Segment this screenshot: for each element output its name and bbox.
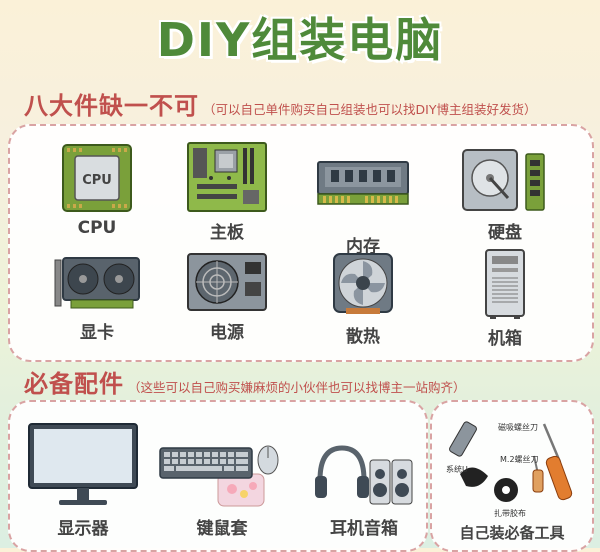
section2-header: 必备配件 （这些可以自己购买嫌麻烦的小伙伴也可以找博主一站购齐） [24, 364, 466, 399]
cpu-chip-text: CPU [82, 173, 112, 188]
section2-title: 必备配件 [24, 370, 124, 398]
tool-label-magnetic-screwdriver: 磁吸螺丝刀 [498, 423, 538, 432]
cpu-cooler-icon [333, 253, 393, 314]
part-label-pc-case: 机箱 [488, 329, 522, 349]
part-ram: 内存 [298, 152, 428, 257]
keyboard-mouse-icon [159, 445, 279, 507]
part-label-cpu-cooler: 散热 [346, 327, 380, 347]
tool-label-cable-ties-tape: 扎带胶布 [494, 509, 526, 518]
accessory-label-monitor: 显示器 [57, 519, 109, 539]
tool-label-m2-screwdriver: M.2螺丝刀 [500, 455, 539, 464]
monitor-icon [28, 423, 138, 505]
power-supply-icon [187, 253, 267, 311]
part-hard-drive: 硬盘 [440, 144, 570, 243]
cpu-icon: CPU [62, 144, 132, 212]
essential-parts-panel: CPU CPU 主板 内存 [8, 124, 594, 362]
accessory-label-headphones-speakers: 耳机音箱 [330, 519, 398, 539]
accessory-monitor: 显示器 [18, 420, 148, 539]
accessory-label-keyboard-mouse: 键鼠套 [196, 519, 248, 539]
part-label-cpu: CPU [77, 218, 117, 238]
tool-label-usb-drive: 系统U [446, 465, 468, 474]
hard-drive-icon [462, 149, 545, 211]
part-label-power-supply: 电源 [210, 323, 244, 343]
section1-title: 八大件缺一不可 [24, 92, 199, 120]
pc-case-icon [485, 249, 525, 319]
section1-note: （可以自己单件购买自己组装也可以找DIY博主组装好发货） [203, 102, 537, 117]
part-pc-case: 机箱 [440, 248, 570, 349]
headphones-speakers-icon [315, 445, 413, 505]
section2-note: （这些可以自己购买嫌麻烦的小伙伴也可以找博主一站购齐） [128, 380, 466, 395]
motherboard-icon [187, 142, 267, 212]
tools-label: 自己装必备工具 [459, 524, 565, 542]
part-label-hard-drive: 硬盘 [488, 223, 522, 243]
accessories-panel: 显示器 键鼠套 耳机音箱 [8, 400, 428, 552]
graphics-card-icon [54, 257, 140, 309]
part-power-supply: 电源 [162, 250, 292, 343]
page-title: DIY组装电脑 [156, 13, 444, 67]
part-label-motherboard: 主板 [210, 223, 244, 243]
section1-header: 八大件缺一不可 （可以自己单件购买自己组装也可以找DIY博主组装好发货） [24, 86, 536, 121]
tools-icon [449, 421, 573, 502]
part-graphics-card: 显卡 [32, 252, 162, 343]
part-label-graphics-card: 显卡 [80, 323, 114, 343]
part-cpu-cooler: 散热 [298, 248, 428, 347]
ram-icon [317, 161, 409, 205]
part-cpu: CPU CPU [32, 142, 162, 238]
part-motherboard: 主板 [162, 140, 292, 243]
tools-panel: 磁吸螺丝刀 M.2螺丝刀 系统U 扎带胶布 自己装必备工具 [430, 400, 594, 552]
accessory-keyboard-mouse: 键鼠套 [152, 444, 292, 539]
part-label-ram: 内存 [346, 237, 380, 257]
accessory-headphones-speakers: 耳机音箱 [302, 440, 426, 539]
